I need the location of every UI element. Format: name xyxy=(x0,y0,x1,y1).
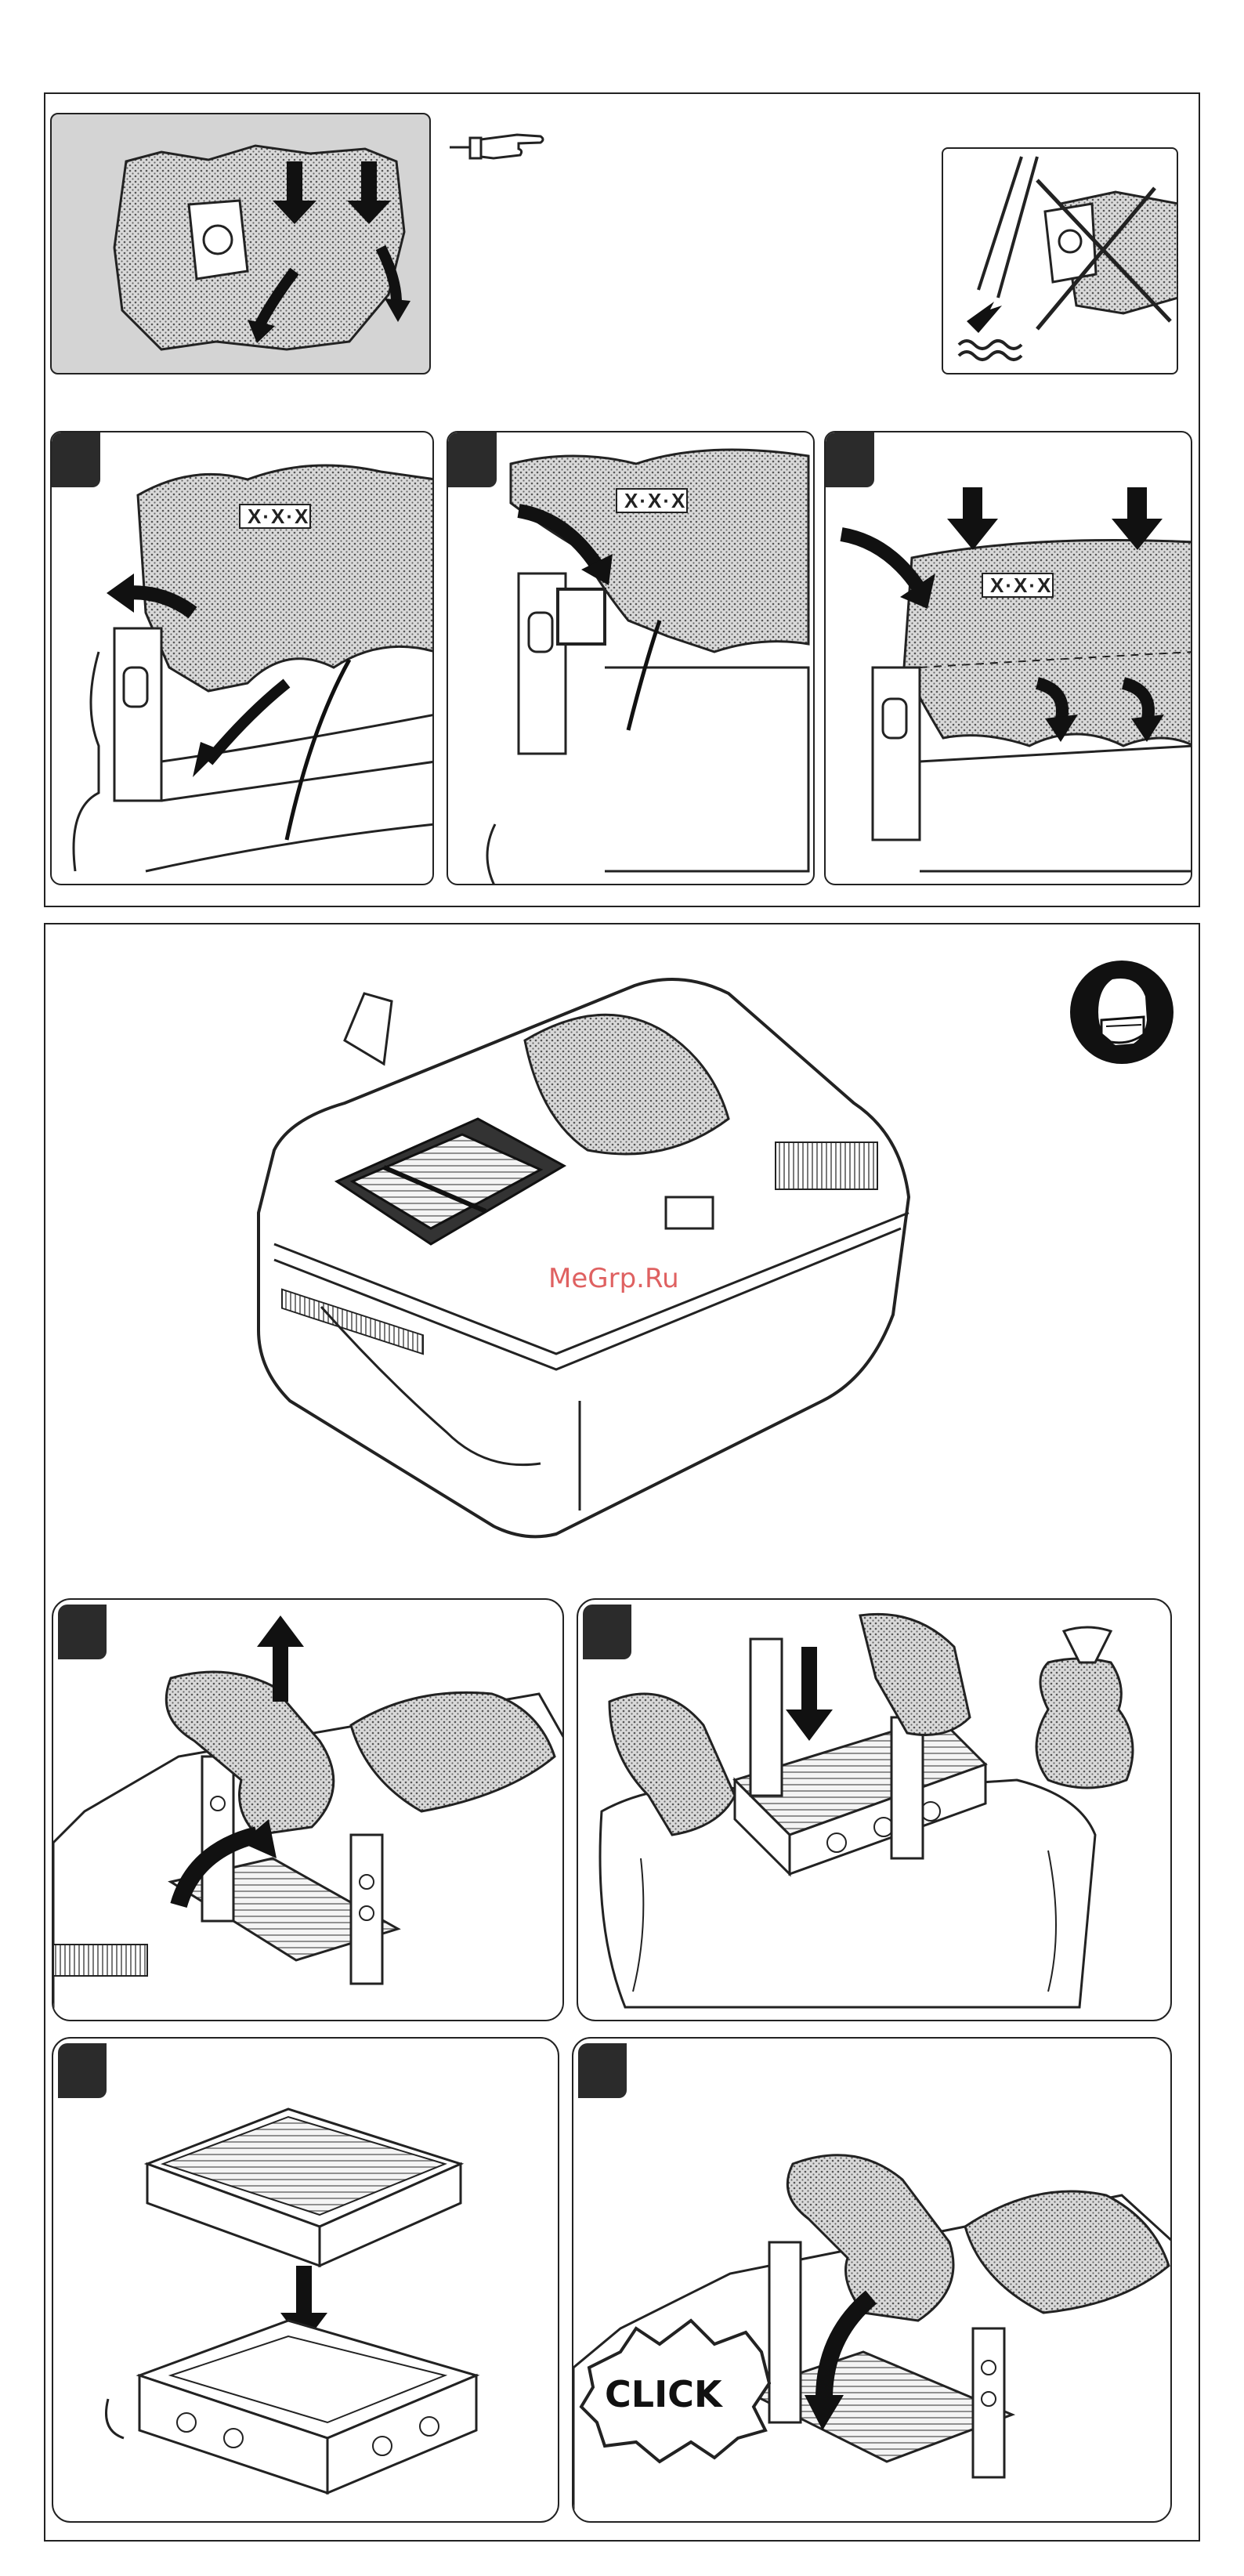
new-filter-element xyxy=(147,2109,461,2266)
step-panel-6 xyxy=(52,2037,559,2523)
step-panel-2: X·X·X xyxy=(447,431,815,885)
dust-bag-shape xyxy=(138,465,434,691)
step-panel-1: X·X·X xyxy=(50,431,434,885)
face-mask-icon xyxy=(1067,957,1177,1067)
arrow-icon xyxy=(786,1647,833,1741)
no-wet-use-panel xyxy=(942,147,1178,374)
pointing-hand-icon xyxy=(447,124,548,171)
tied-bag-icon xyxy=(1036,1627,1133,1788)
bag-label: X·X·X xyxy=(248,505,309,528)
hand-shape xyxy=(860,1614,970,1735)
bag-label: X·X·X xyxy=(624,489,686,512)
bag-collar-icon xyxy=(189,201,248,279)
filter-frame xyxy=(107,2321,477,2493)
intro-bag-panel xyxy=(50,113,431,374)
click-label: CLICK xyxy=(605,2373,724,2415)
bag-label: X·X·X xyxy=(990,573,1052,597)
step-panel-7: CLICK xyxy=(572,2037,1172,2523)
step-panel-3: X·X·X xyxy=(824,431,1192,885)
step-panel-4 xyxy=(52,1598,564,2021)
vacuum-overview-illustration xyxy=(227,962,917,1542)
watermark-text: MeGrp.Ru xyxy=(548,1263,679,1294)
step-panel-5 xyxy=(577,1598,1172,2021)
